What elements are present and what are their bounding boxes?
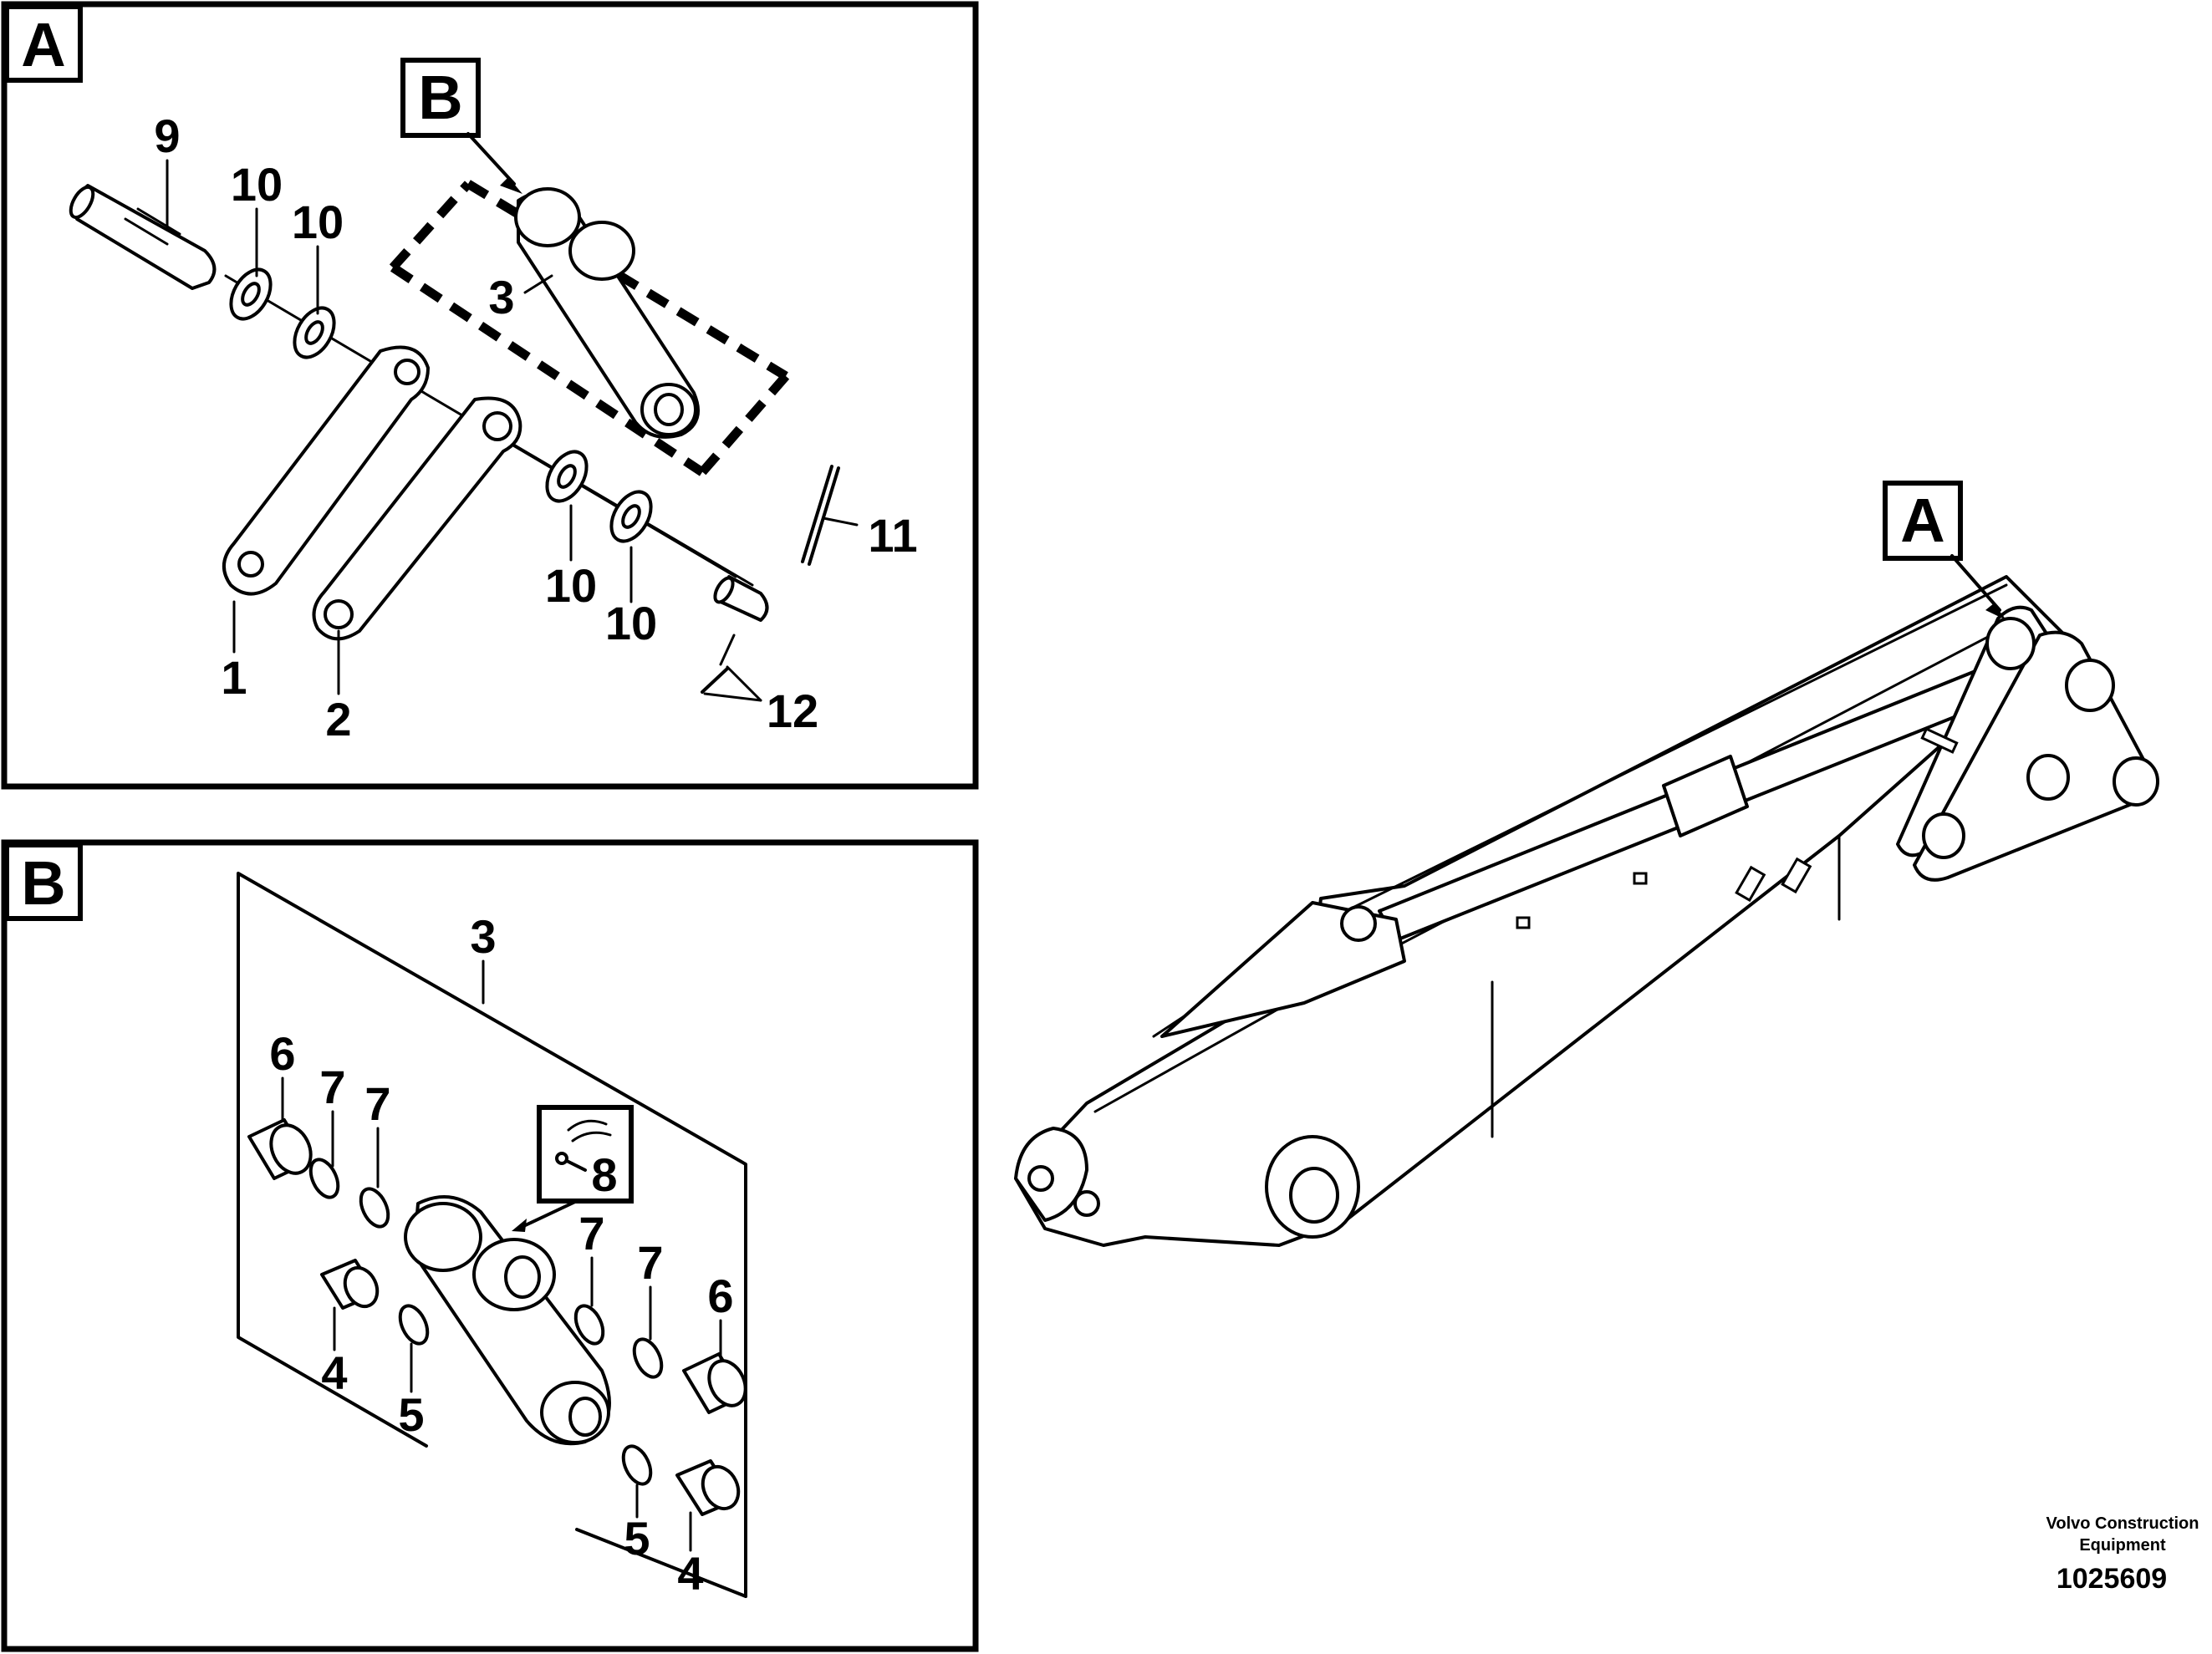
bushing-part-6-a — [247, 1118, 313, 1180]
view-a-pointer: A — [1883, 481, 2006, 620]
link-part-1 — [222, 345, 430, 596]
callout-a-10-1: 10 — [231, 158, 283, 211]
group-b-tag-box — [400, 58, 481, 138]
callout-b-7-2: 7 — [364, 1077, 390, 1130]
seal-part-7-c — [573, 1304, 605, 1346]
washer-10-d — [609, 490, 653, 543]
pin-part-11 — [713, 465, 840, 622]
callout-a-9: 9 — [154, 109, 180, 162]
seal-part-7-d — [632, 1337, 664, 1379]
view-a-tag-box — [1883, 481, 1963, 561]
part-8-inset-box — [537, 1105, 634, 1204]
washer-10-a — [229, 267, 273, 321]
detail-a-letter: A — [21, 10, 65, 79]
callout-b-7-4: 7 — [637, 1236, 663, 1289]
callout-b-7-3: 7 — [578, 1207, 604, 1260]
detail-a-frame — [1, 1, 979, 790]
bucket-cylinder-barrel — [1662, 755, 1749, 837]
arm-body — [1014, 575, 2067, 1247]
callout-b-4-1: 4 — [321, 1346, 347, 1399]
seal-part-7-a — [308, 1158, 340, 1199]
seal-part-5-b — [621, 1444, 653, 1486]
callout-b-4-2: 4 — [677, 1547, 703, 1600]
detail-b-letter: B — [21, 848, 65, 918]
group-b-frame — [237, 872, 747, 1598]
link-body-part-3 — [404, 1195, 611, 1446]
detail-view-a: A — [1, 1, 979, 790]
link-part-2 — [312, 396, 522, 641]
callout-b-7-1: 7 — [319, 1061, 345, 1113]
group-b-part-3 — [389, 180, 790, 476]
callout-b-6-2: 6 — [707, 1270, 733, 1322]
callout-b-5-1: 5 — [398, 1388, 424, 1441]
group-b-pointer: B — [400, 58, 522, 194]
callout-a-10-4: 10 — [605, 597, 657, 649]
grease-nipple-part-8 — [512, 1105, 634, 1232]
detail-view-b: B — [1, 839, 979, 1652]
arm-assembly-view: A — [1014, 481, 2159, 1247]
detail-b-letter-box — [4, 842, 83, 921]
bushing-part-4-a — [320, 1259, 380, 1310]
view-a-tag-letter: A — [1900, 486, 1944, 555]
callout-a-11: 11 — [868, 509, 917, 562]
detail-b-frame — [1, 839, 979, 1652]
bushing-part-4-b — [675, 1459, 741, 1516]
washer-10-c — [545, 450, 589, 503]
footer-company-name: Volvo Construction Equipment — [2046, 1514, 2199, 1555]
callout-b-5-2: 5 — [624, 1512, 650, 1565]
callout-b-6-1: 6 — [269, 1027, 295, 1080]
callout-b-8: 8 — [591, 1148, 617, 1201]
callout-a-2: 2 — [325, 693, 351, 746]
pin-part-9 — [69, 184, 217, 290]
callout-a-10-2: 10 — [292, 196, 344, 248]
cylinder-mount-bracket — [1160, 901, 1406, 1038]
footer-drawing-number: 1025609 — [2056, 1563, 2168, 1595]
callout-a-3: 3 — [488, 271, 514, 323]
washer-10-b — [293, 306, 336, 359]
seal-part-7-b — [359, 1187, 390, 1229]
group-b-tag-letter: B — [418, 63, 462, 132]
bushing-part-6-b — [682, 1352, 747, 1414]
callout-b-3: 3 — [470, 910, 496, 963]
seal-part-5-a — [398, 1304, 430, 1346]
lock-part-12 — [701, 634, 736, 694]
callout-a-1: 1 — [221, 651, 247, 704]
detail-a-letter-box — [4, 4, 83, 83]
axis-line-lower — [466, 416, 754, 587]
callout-a-10-3: 10 — [545, 559, 597, 612]
callout-a-12: 12 — [767, 685, 818, 737]
